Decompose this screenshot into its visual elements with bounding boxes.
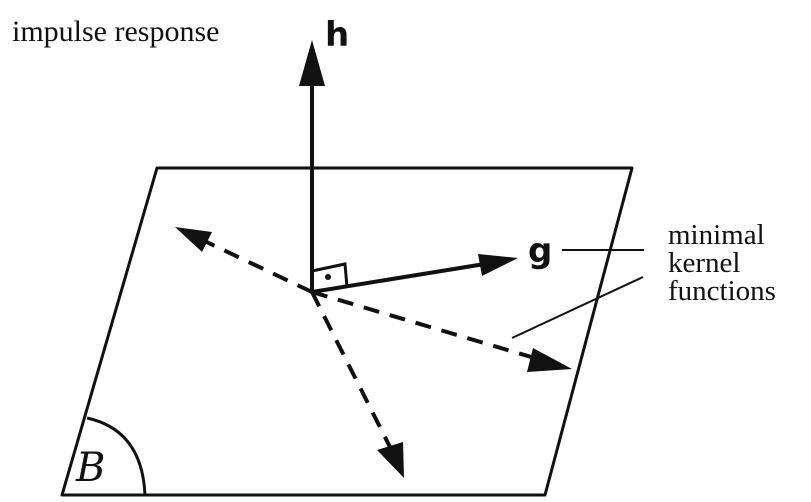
minimal-kernel-vector-g bbox=[311, 260, 498, 294]
g-label: g bbox=[528, 231, 552, 271]
minimal-kernel-functions-label-line1: minimal bbox=[668, 219, 765, 251]
dashed-vector-left bbox=[195, 235, 313, 294]
dashed-arrowhead-down bbox=[377, 442, 404, 478]
leader-line-kernel bbox=[511, 276, 644, 339]
subspace-plane bbox=[60, 166, 634, 497]
impulse-response-label: impulse response bbox=[12, 15, 219, 48]
subspace-label: B bbox=[75, 445, 105, 491]
dashed-arrowhead-left bbox=[175, 227, 212, 252]
dashed-vector-down bbox=[310, 291, 396, 456]
h-label: h bbox=[325, 15, 349, 55]
dashed-arrowhead-right bbox=[527, 348, 572, 372]
minimal-kernel-functions-label-line2: kernel bbox=[668, 247, 740, 279]
dashed-vector-right bbox=[311, 290, 549, 364]
impulse-response-arrowhead bbox=[299, 40, 325, 86]
minimal-kernel-functions-label-line3: functions bbox=[668, 275, 776, 307]
right-angle-dot bbox=[325, 274, 331, 280]
subspace-corner-arc bbox=[86, 416, 147, 496]
minimal-kernel-arrowhead-g bbox=[478, 254, 518, 276]
right-angle-marker bbox=[311, 262, 349, 288]
